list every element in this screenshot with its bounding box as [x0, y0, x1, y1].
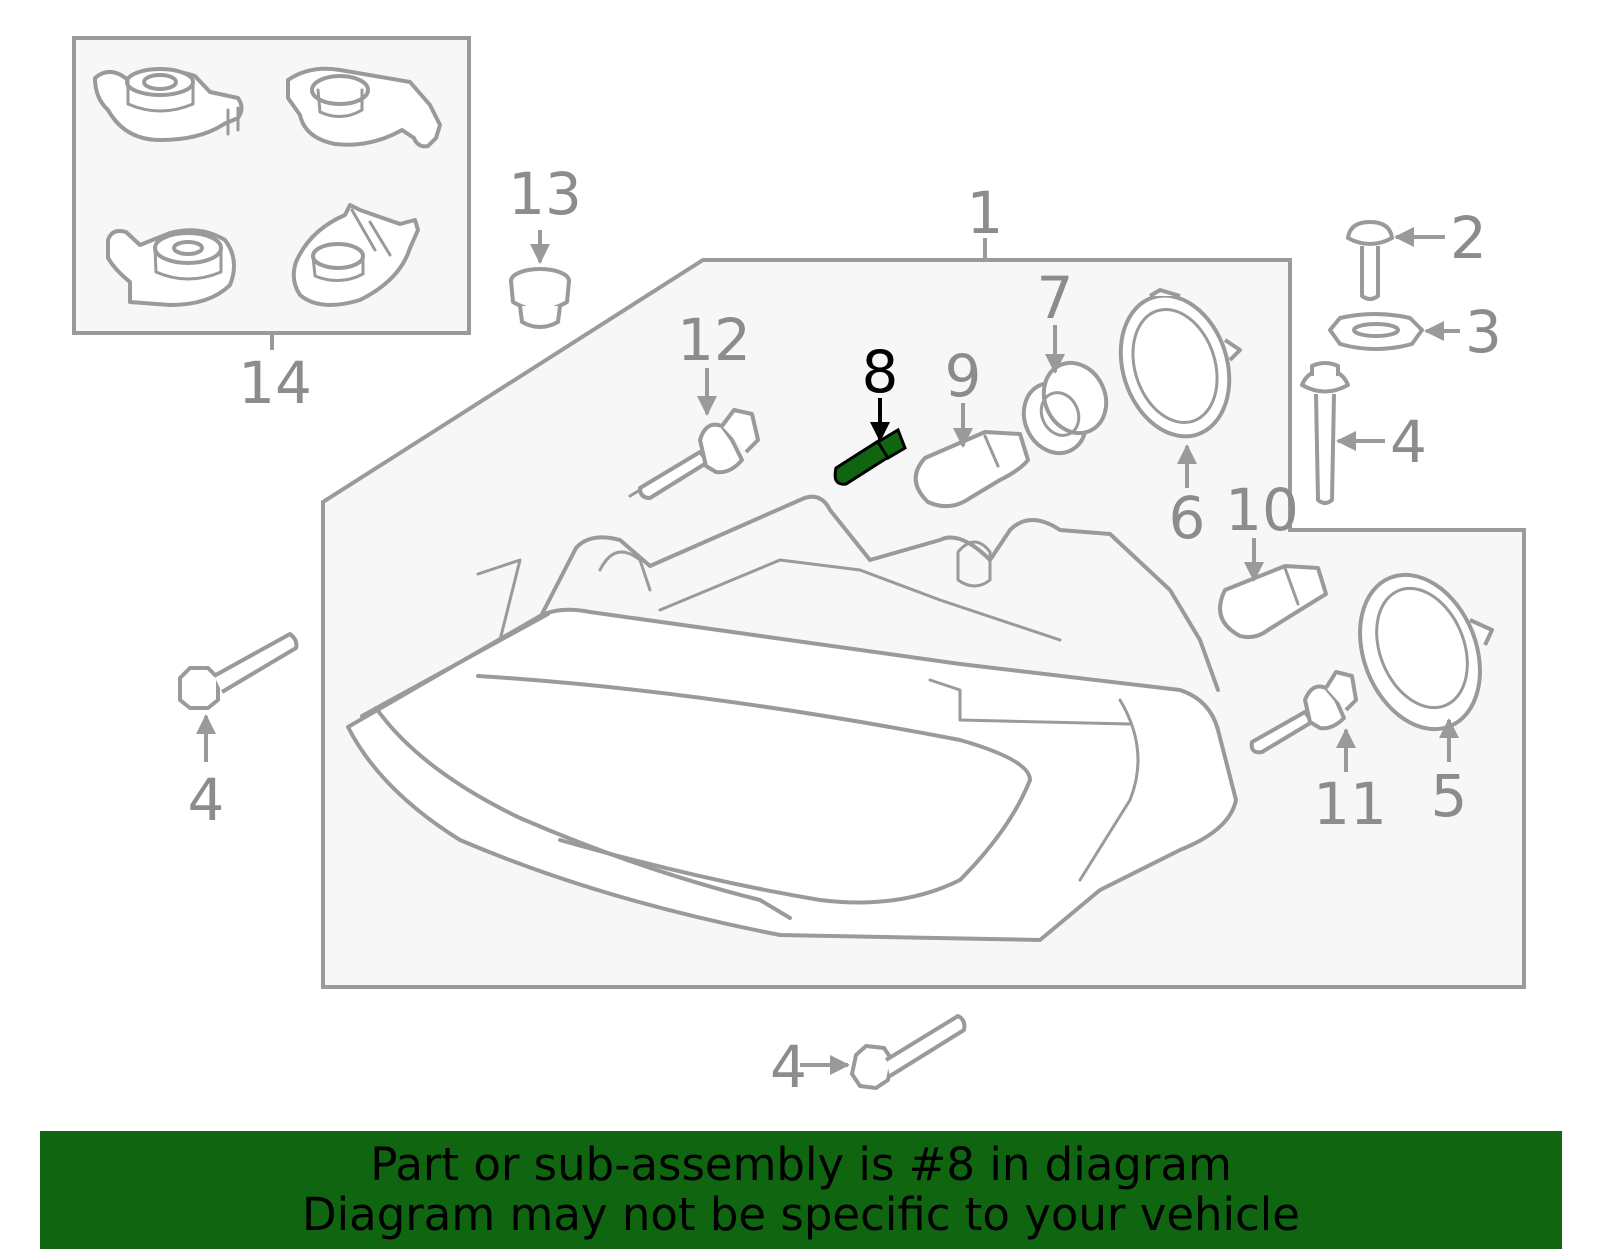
screw	[1346, 220, 1394, 301]
cap-6	[1118, 288, 1242, 439]
bulb-12	[628, 408, 760, 500]
leader-lines	[196, 227, 1460, 1075]
bulb-8-highlighted	[833, 427, 907, 486]
callout-2: 2	[1450, 204, 1487, 272]
bolt-right	[1300, 361, 1350, 505]
callout-5: 5	[1431, 762, 1468, 830]
bolt-bottom	[850, 1014, 967, 1090]
socket-7	[1021, 360, 1109, 456]
bracket-bottom-right	[291, 203, 420, 307]
callout-3: 3	[1465, 298, 1502, 366]
callout-4-left: 4	[188, 766, 225, 834]
bulb-10	[1218, 564, 1328, 640]
callout-11: 11	[1313, 770, 1387, 838]
callout-1: 1	[967, 179, 1004, 247]
callout-14: 14	[238, 349, 312, 417]
bulb-9	[913, 430, 1030, 509]
headlamp-housing	[346, 494, 1238, 942]
callout-4-right: 4	[1390, 408, 1427, 476]
bolt-left	[178, 632, 299, 710]
callout-4-bottom: 4	[770, 1033, 807, 1101]
callout-9: 9	[945, 342, 982, 410]
callout-12: 12	[677, 306, 751, 374]
callout-7: 7	[1037, 264, 1074, 332]
banner-line-2: Diagram may not be specific to your vehi…	[302, 1188, 1300, 1241]
callout-6: 6	[1169, 484, 1206, 552]
bracket-top-right	[286, 66, 442, 149]
info-banner: Part or sub-assembly is #8 in diagram Di…	[40, 1131, 1562, 1249]
callout-10: 10	[1225, 476, 1299, 544]
callout-13: 13	[508, 160, 582, 228]
callout-8-highlighted: 8	[862, 338, 899, 406]
bracket-bottom-left	[106, 228, 236, 307]
washer	[1328, 312, 1424, 351]
banner-line-1: Part or sub-assembly is #8 in diagram	[370, 1138, 1232, 1191]
bulb-11	[1249, 670, 1358, 755]
grommet	[509, 267, 571, 329]
callouts: 1 2 3 4 4 4 5 6 7 8 9 10 11 12 13 14	[188, 160, 1502, 1101]
bracket-top-left	[93, 67, 244, 142]
